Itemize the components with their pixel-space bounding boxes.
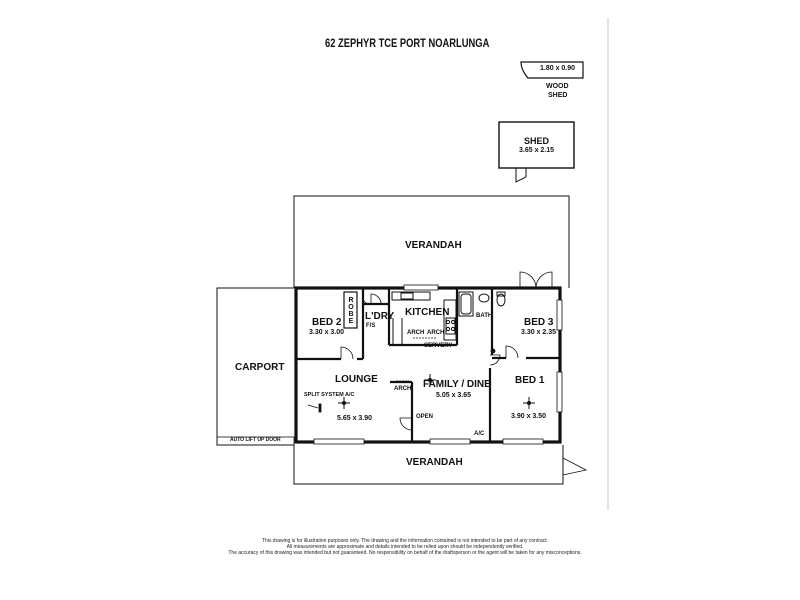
ceiling-fan-icons (338, 374, 535, 409)
kitchen-benches (391, 291, 457, 345)
kitchen-label: KITCHEN (405, 307, 450, 318)
wood-shed-label-line1: WOOD (546, 83, 569, 90)
servery-label: SERVERY (424, 343, 453, 349)
disclaimer-line-2: All measurements are approximate and det… (286, 544, 524, 550)
disclaimer-line-1: This drawing is for illustration purpose… (261, 538, 549, 544)
front-verandah-outline (293, 445, 588, 485)
family-dine-label: FAMILY / DINE (423, 379, 491, 390)
carport-label: CARPORT (235, 362, 285, 373)
lounge-label: LOUNGE (335, 374, 378, 385)
shed-dimensions: 3.65 x 2.15 (519, 147, 555, 154)
window-markings (313, 284, 563, 445)
lounge-arch-label: ARCH (394, 386, 412, 392)
house-internal-walls (294, 288, 560, 442)
door-swings (340, 271, 553, 431)
kitchen-arch-left-label: ARCH (407, 330, 425, 336)
front-verandah-label: VERANDAH (406, 457, 463, 468)
bed3-label: BED 3 (524, 317, 554, 328)
family-dine-dimensions: 5.05 x 3.65 (436, 392, 472, 399)
kitchen-arch-right-label: ARCH (427, 330, 445, 336)
shed-label: SHED (524, 136, 550, 146)
rear-verandah-outline (293, 195, 570, 288)
service-markers (307, 337, 496, 413)
lounge-dimensions: 5.65 x 3.90 (337, 415, 373, 422)
bed1-dimensions: 3.90 x 3.50 (511, 413, 547, 420)
page-title: 62 ZEPHYR TCE PORT NOARLUNGA (325, 36, 490, 50)
robe-outline (343, 291, 358, 329)
split-system-label: SPLIT SYSTEM A/C (304, 392, 355, 398)
bed2-label: BED 2 (312, 317, 342, 328)
wood-shed-label-line2: SHED (548, 92, 568, 99)
fridge-space-label: F/S (366, 323, 376, 329)
bath-label: BATH (476, 313, 493, 319)
rear-verandah-label: VERANDAH (405, 240, 462, 251)
carport-outline (216, 287, 295, 446)
laundry-label: L'DRY (365, 311, 395, 322)
wood-shed-dimensions: 1.80 x 0.90 (540, 65, 576, 72)
bathroom-fixtures (458, 291, 506, 317)
ac-label: A/C (474, 431, 485, 437)
wood-shed-outline (520, 61, 584, 79)
bed2-dimensions: 3.30 x 3.00 (309, 329, 345, 336)
bed3-dimensions: 3.30 x 2.35 (521, 329, 557, 336)
shed-outline (498, 121, 575, 183)
auto-lift-door-label: AUTO LIFT UP DOOR (230, 437, 281, 443)
bed1-label: BED 1 (515, 375, 545, 386)
disclaimer-line-3: The accuracy of this drawing was intende… (228, 550, 582, 556)
open-label: OPEN (416, 414, 434, 420)
